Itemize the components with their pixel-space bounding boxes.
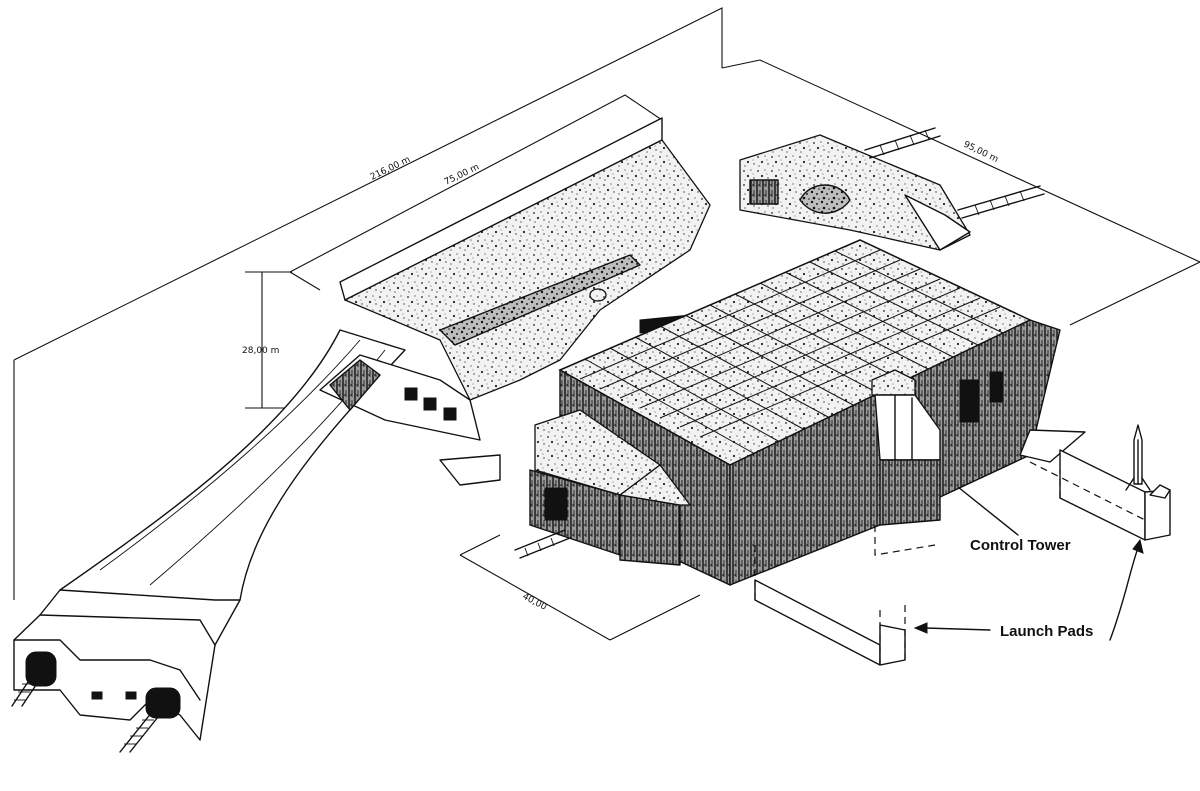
launch-pads-label: Launch Pads (1000, 623, 1093, 640)
tunnel-portal-left (25, 651, 57, 687)
porch-rail-track (514, 529, 571, 559)
launch-pads (754, 429, 1171, 666)
rear-rail-track-upper (864, 127, 941, 159)
front-porch-entrance (514, 409, 691, 566)
rear-structure (739, 127, 1045, 251)
rail-track-left (11, 669, 47, 707)
dimension-overall-length: 216,00 m (369, 155, 412, 183)
rear-rail-track-lower (957, 185, 1045, 219)
control-tower (871, 369, 941, 526)
dimension-height: 28,00 m (242, 346, 279, 356)
control-tower-label: Control Tower (970, 537, 1071, 554)
annotation-arrows (913, 486, 1144, 641)
porch-doorway (544, 487, 568, 521)
dimension-bunker-length: 75,00 m (443, 162, 481, 187)
left-wing-block (319, 117, 711, 486)
dimension-front-width: 40,00 (521, 592, 549, 613)
v2-rocket-icon (1125, 424, 1151, 491)
tunnel-portal-right (145, 687, 181, 719)
tunnel-vent (91, 691, 103, 700)
rail-track-right (119, 701, 171, 753)
dimension-lines (13, 7, 1200, 641)
roof-grid-lines (579, 249, 1006, 455)
